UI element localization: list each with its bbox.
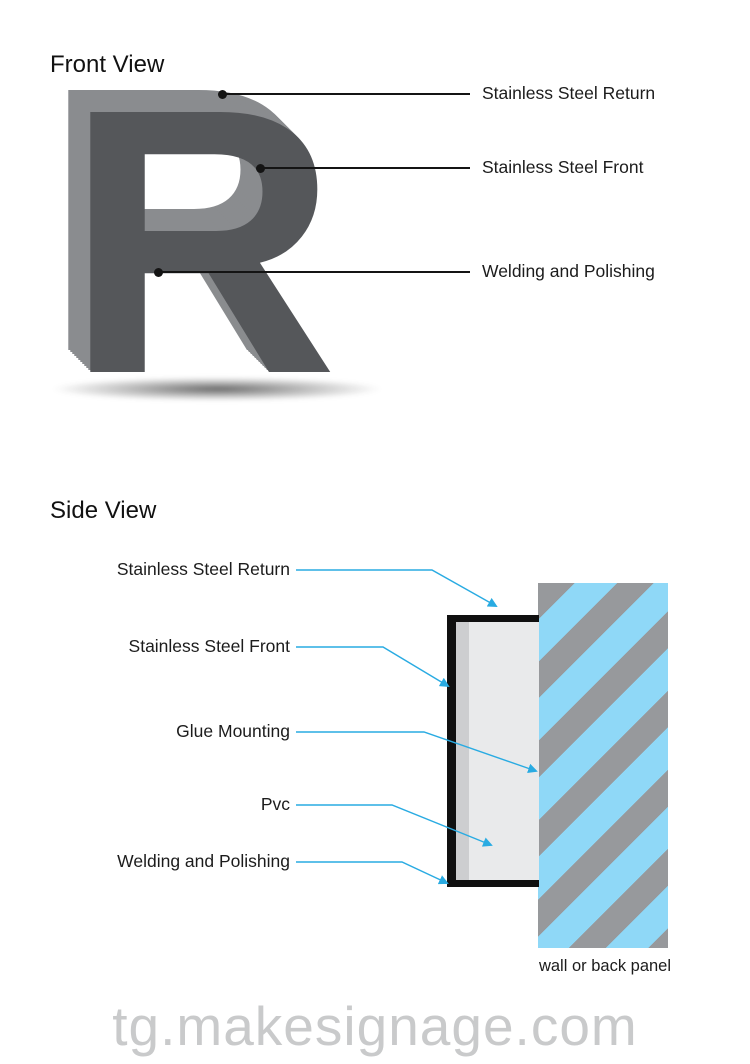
leader-line-return [296,569,498,607]
letter-3d-return-layer: R [57,23,330,430]
letter-3d-return-layer: R [51,17,324,430]
letter-3d-return-layer: R [55,21,328,430]
callout-label-return: Stainless Steel Return [482,83,656,103]
side-label-glue: Glue Mounting [176,721,290,741]
callout-line [260,167,470,169]
leader-line-glue [296,731,538,774]
letter-3d-return-layer: R [49,15,322,430]
side-view-title: Side View [50,496,157,524]
callout-label-welding: Welding and Polishing [482,261,655,281]
letter-shadow [52,377,382,401]
leader-line-pvc [296,804,493,847]
letter-3d: R R R R R R R R R R R R [43,9,338,430]
callout-label-front: Stainless Steel Front [482,157,644,177]
letter-cross-section [447,615,539,887]
wall-panel-label: wall or back panel [538,957,672,975]
letter-3d-return-layer: R [45,11,318,430]
leader-lines [296,569,538,885]
side-label-welding: Welding and Polishing [117,851,290,871]
side-label-front: Stainless Steel Front [128,636,290,656]
callout-line [222,93,470,95]
letter-3d-return-layer: R [59,25,332,430]
side-label-pvc: Pvc [260,794,290,814]
letter-3d-return-layer: R [53,19,326,430]
leader-line-welding [296,861,449,885]
letter-3d-return-layer: R [43,9,316,430]
watermark-text: tg.makesignage.com [112,995,638,1057]
side-label-return: Stainless Steel Return [116,559,290,579]
letter-3d-front-face: R [65,31,338,430]
letter-3d-return-layer: R [47,13,320,430]
callout-line [158,271,470,273]
wall-back-panel [538,583,668,948]
letter-3d-return-layer: R [63,29,336,430]
front-view-title: Front View [50,50,165,78]
leader-line-front [296,646,450,688]
